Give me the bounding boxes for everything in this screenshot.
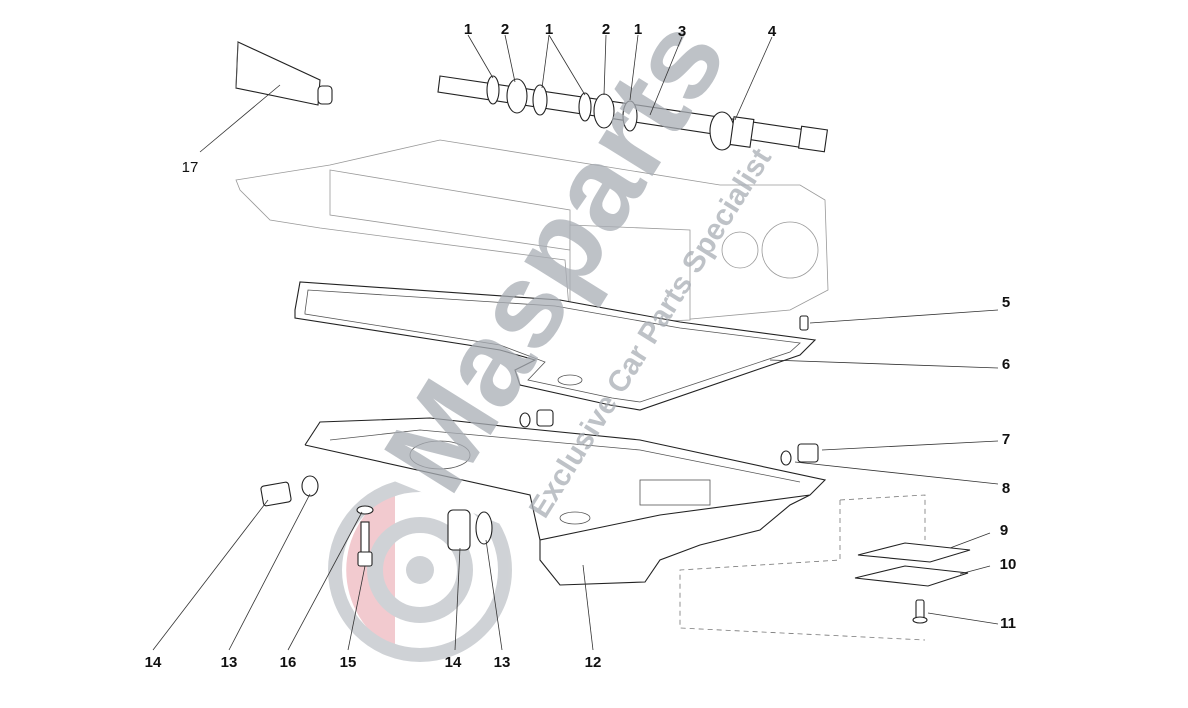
plug-and-oring <box>519 409 819 466</box>
oil-pan <box>304 417 827 586</box>
callout-7: 7 <box>1002 431 1010 448</box>
callout-8: 8 <box>1002 480 1010 497</box>
crankcase-block <box>235 139 829 331</box>
sealant-tube <box>235 41 333 106</box>
shaft-assembly <box>437 75 829 153</box>
callout-9: 9 <box>1000 522 1008 539</box>
callout-5: 5 <box>1002 294 1010 311</box>
callout-14: 14 <box>145 654 162 671</box>
sump-gasket <box>294 281 817 411</box>
callout-6: 6 <box>1002 356 1010 373</box>
callout-1: 1 <box>634 21 642 38</box>
callout-17: 17 <box>182 159 199 176</box>
callout-1: 1 <box>545 21 553 38</box>
callout-2: 2 <box>602 21 610 38</box>
callout-13: 13 <box>221 654 238 671</box>
callout-4: 4 <box>768 23 777 40</box>
cover-group <box>679 494 971 641</box>
callout-labels: 1 2 1 2 1 3 4 17 5 6 7 8 9 10 11 14 13 1… <box>145 21 1017 671</box>
leader-lines <box>152 34 999 651</box>
dowel-5 <box>799 315 809 331</box>
callout-3: 3 <box>678 23 686 40</box>
callout-12: 12 <box>585 654 602 671</box>
drain-parts <box>260 475 493 567</box>
callout-15: 15 <box>340 654 357 671</box>
callout-16: 16 <box>280 654 297 671</box>
callout-13: 13 <box>494 654 511 671</box>
callout-14: 14 <box>445 654 462 671</box>
callout-1: 1 <box>464 21 472 38</box>
callout-2: 2 <box>501 21 509 38</box>
callout-10: 10 <box>1000 556 1017 573</box>
callout-11: 11 <box>1000 615 1016 632</box>
